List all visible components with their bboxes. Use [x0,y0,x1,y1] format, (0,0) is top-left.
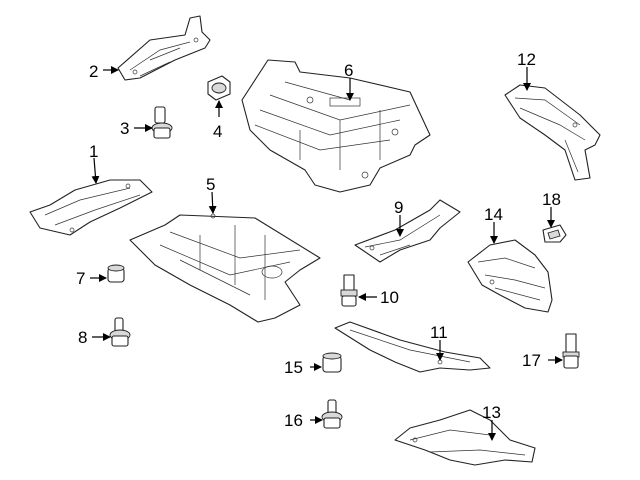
callout-15: 15 [284,358,303,377]
part-9-bracket [354,199,461,263]
part-14-bracket [467,239,553,313]
part-18-clip [542,224,567,243]
part-6-floor-shield [241,59,431,193]
part-7-plug [107,264,125,283]
callout-5: 5 [206,175,215,194]
callout-6: 6 [344,61,353,80]
callout-14: 14 [484,205,503,224]
callout-2: 2 [89,62,98,81]
part-12-side-shield [504,84,601,181]
part-3-push-clip [151,106,173,139]
callout-18: 18 [542,190,561,209]
part-17-bolt [562,333,580,369]
callout-13: 13 [482,403,501,422]
part-13-rail [394,409,536,466]
callout-12: 12 [517,50,536,69]
part-1-shield [29,179,153,236]
callout-11: 11 [430,323,448,342]
callout-7: 7 [76,269,85,288]
arrow-5 [208,191,217,214]
callout-8: 8 [78,328,87,347]
part-10-bolt [340,274,358,307]
part-5-center-shield [129,213,321,323]
callout-10: 10 [380,288,399,307]
part-8-push-clip [109,317,131,347]
part-4-nut [207,75,231,101]
callout-4: 4 [213,122,222,141]
callout-arrows [90,66,563,441]
callout-9: 9 [394,198,403,217]
callout-3: 3 [120,119,129,138]
callout-17: 17 [522,351,541,370]
callout-16: 16 [284,411,303,430]
callout-numbers: 1 2 3 4 5 6 7 8 9 10 11 12 13 14 15 16 1… [76,50,561,430]
callout-1: 1 [89,142,98,161]
part-2-shield [117,15,211,81]
arrow-1 [91,157,100,184]
part-11-rail [334,321,491,373]
part-16-push-clip [321,399,343,429]
part-15-plug [322,352,342,373]
